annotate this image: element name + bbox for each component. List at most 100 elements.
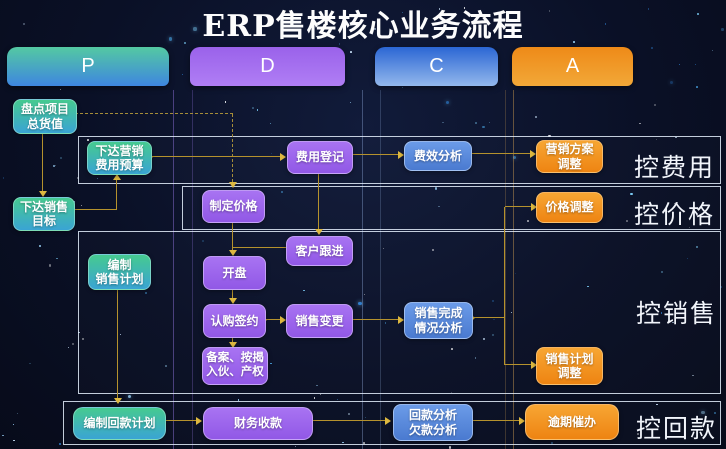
node-sales-plan: 编制 销售计划 — [88, 254, 151, 290]
connector-arrow — [280, 153, 286, 161]
star — [54, 164, 57, 166]
star — [656, 138, 658, 141]
star — [661, 271, 663, 273]
star — [587, 285, 590, 288]
star — [202, 239, 204, 242]
star — [382, 247, 385, 250]
node-filing-mortgage: 备案、按揭 入伙、产权 — [202, 347, 268, 385]
star — [252, 107, 254, 109]
connector-line — [42, 131, 43, 192]
star — [527, 220, 530, 223]
star — [349, 101, 352, 104]
star — [405, 23, 407, 25]
node-project-inventory-value: 盘点项目 总货值 — [13, 99, 77, 134]
row-label-price-control: 控价格 — [634, 201, 716, 229]
star — [13, 439, 15, 442]
star — [119, 334, 121, 336]
star — [647, 8, 650, 11]
row-label-payment-control: 控回款 — [636, 415, 718, 443]
connector-line — [318, 172, 319, 230]
star — [12, 424, 14, 426]
star — [512, 200, 515, 202]
star — [714, 412, 716, 414]
star — [280, 190, 283, 194]
node-overdue-reminder: 逾期催办 — [525, 404, 619, 440]
star — [626, 219, 628, 222]
column-header-p: P — [7, 47, 169, 86]
star — [384, 322, 386, 324]
star — [653, 104, 656, 107]
star — [475, 122, 478, 125]
column-guide-line — [380, 90, 381, 449]
star — [48, 264, 51, 267]
star — [630, 193, 633, 196]
star — [673, 202, 676, 205]
star — [358, 301, 362, 306]
node-customer-followup: 客户跟进 — [286, 236, 353, 266]
star — [401, 87, 404, 89]
connector-line — [504, 207, 505, 318]
star — [492, 334, 494, 336]
node-sales-target: 下达销售 目标 — [13, 197, 75, 231]
dashed-connector-line — [75, 113, 233, 114]
star — [59, 89, 62, 91]
column-guide-line — [505, 90, 506, 449]
star — [350, 51, 352, 53]
connector-arrow — [398, 316, 404, 324]
star — [604, 22, 607, 25]
star — [442, 121, 444, 124]
star — [38, 244, 41, 247]
connector-arrow — [39, 191, 47, 197]
star — [82, 337, 85, 340]
star — [572, 41, 575, 43]
star — [78, 331, 80, 334]
star — [675, 137, 677, 139]
star — [127, 394, 131, 399]
star — [16, 412, 19, 415]
star — [701, 410, 705, 414]
star — [193, 27, 197, 31]
connector-arrow — [531, 361, 537, 369]
star — [213, 22, 216, 26]
row-label-cost-control: 控费用 — [634, 154, 716, 182]
connector-line — [311, 420, 387, 421]
connector-arrow — [114, 398, 122, 404]
star — [515, 273, 517, 275]
connector-arrow — [113, 174, 121, 180]
star — [687, 258, 689, 260]
connector-line — [150, 156, 280, 157]
star — [59, 442, 61, 445]
star — [224, 101, 227, 103]
connector-line — [505, 364, 533, 365]
column-guide-line — [513, 90, 514, 449]
star — [270, 152, 273, 155]
node-finance-collection: 财务收款 — [203, 407, 313, 440]
star — [493, 318, 495, 321]
star — [313, 397, 316, 399]
row-frame-cost-control — [78, 136, 721, 184]
node-price-adjust: 价格调整 — [536, 192, 603, 223]
star — [660, 312, 663, 314]
star — [363, 442, 366, 444]
connector-arrow — [229, 250, 237, 256]
connector-line — [232, 336, 233, 344]
connector-line — [232, 288, 233, 300]
connector-line — [470, 153, 531, 154]
star — [401, 11, 404, 14]
connector-line — [116, 180, 117, 210]
star — [672, 321, 674, 324]
connector-arrow — [315, 229, 323, 235]
star — [692, 375, 694, 377]
connector-arrow — [531, 203, 537, 211]
connector-arrow — [229, 342, 237, 348]
star — [548, 9, 551, 12]
connector-line — [471, 420, 521, 421]
star — [3, 177, 5, 179]
star — [548, 134, 551, 137]
connector-arrow — [229, 182, 237, 188]
connector-arrow — [385, 417, 391, 425]
connector-line — [232, 221, 233, 251]
star — [451, 347, 453, 350]
star — [342, 441, 344, 444]
